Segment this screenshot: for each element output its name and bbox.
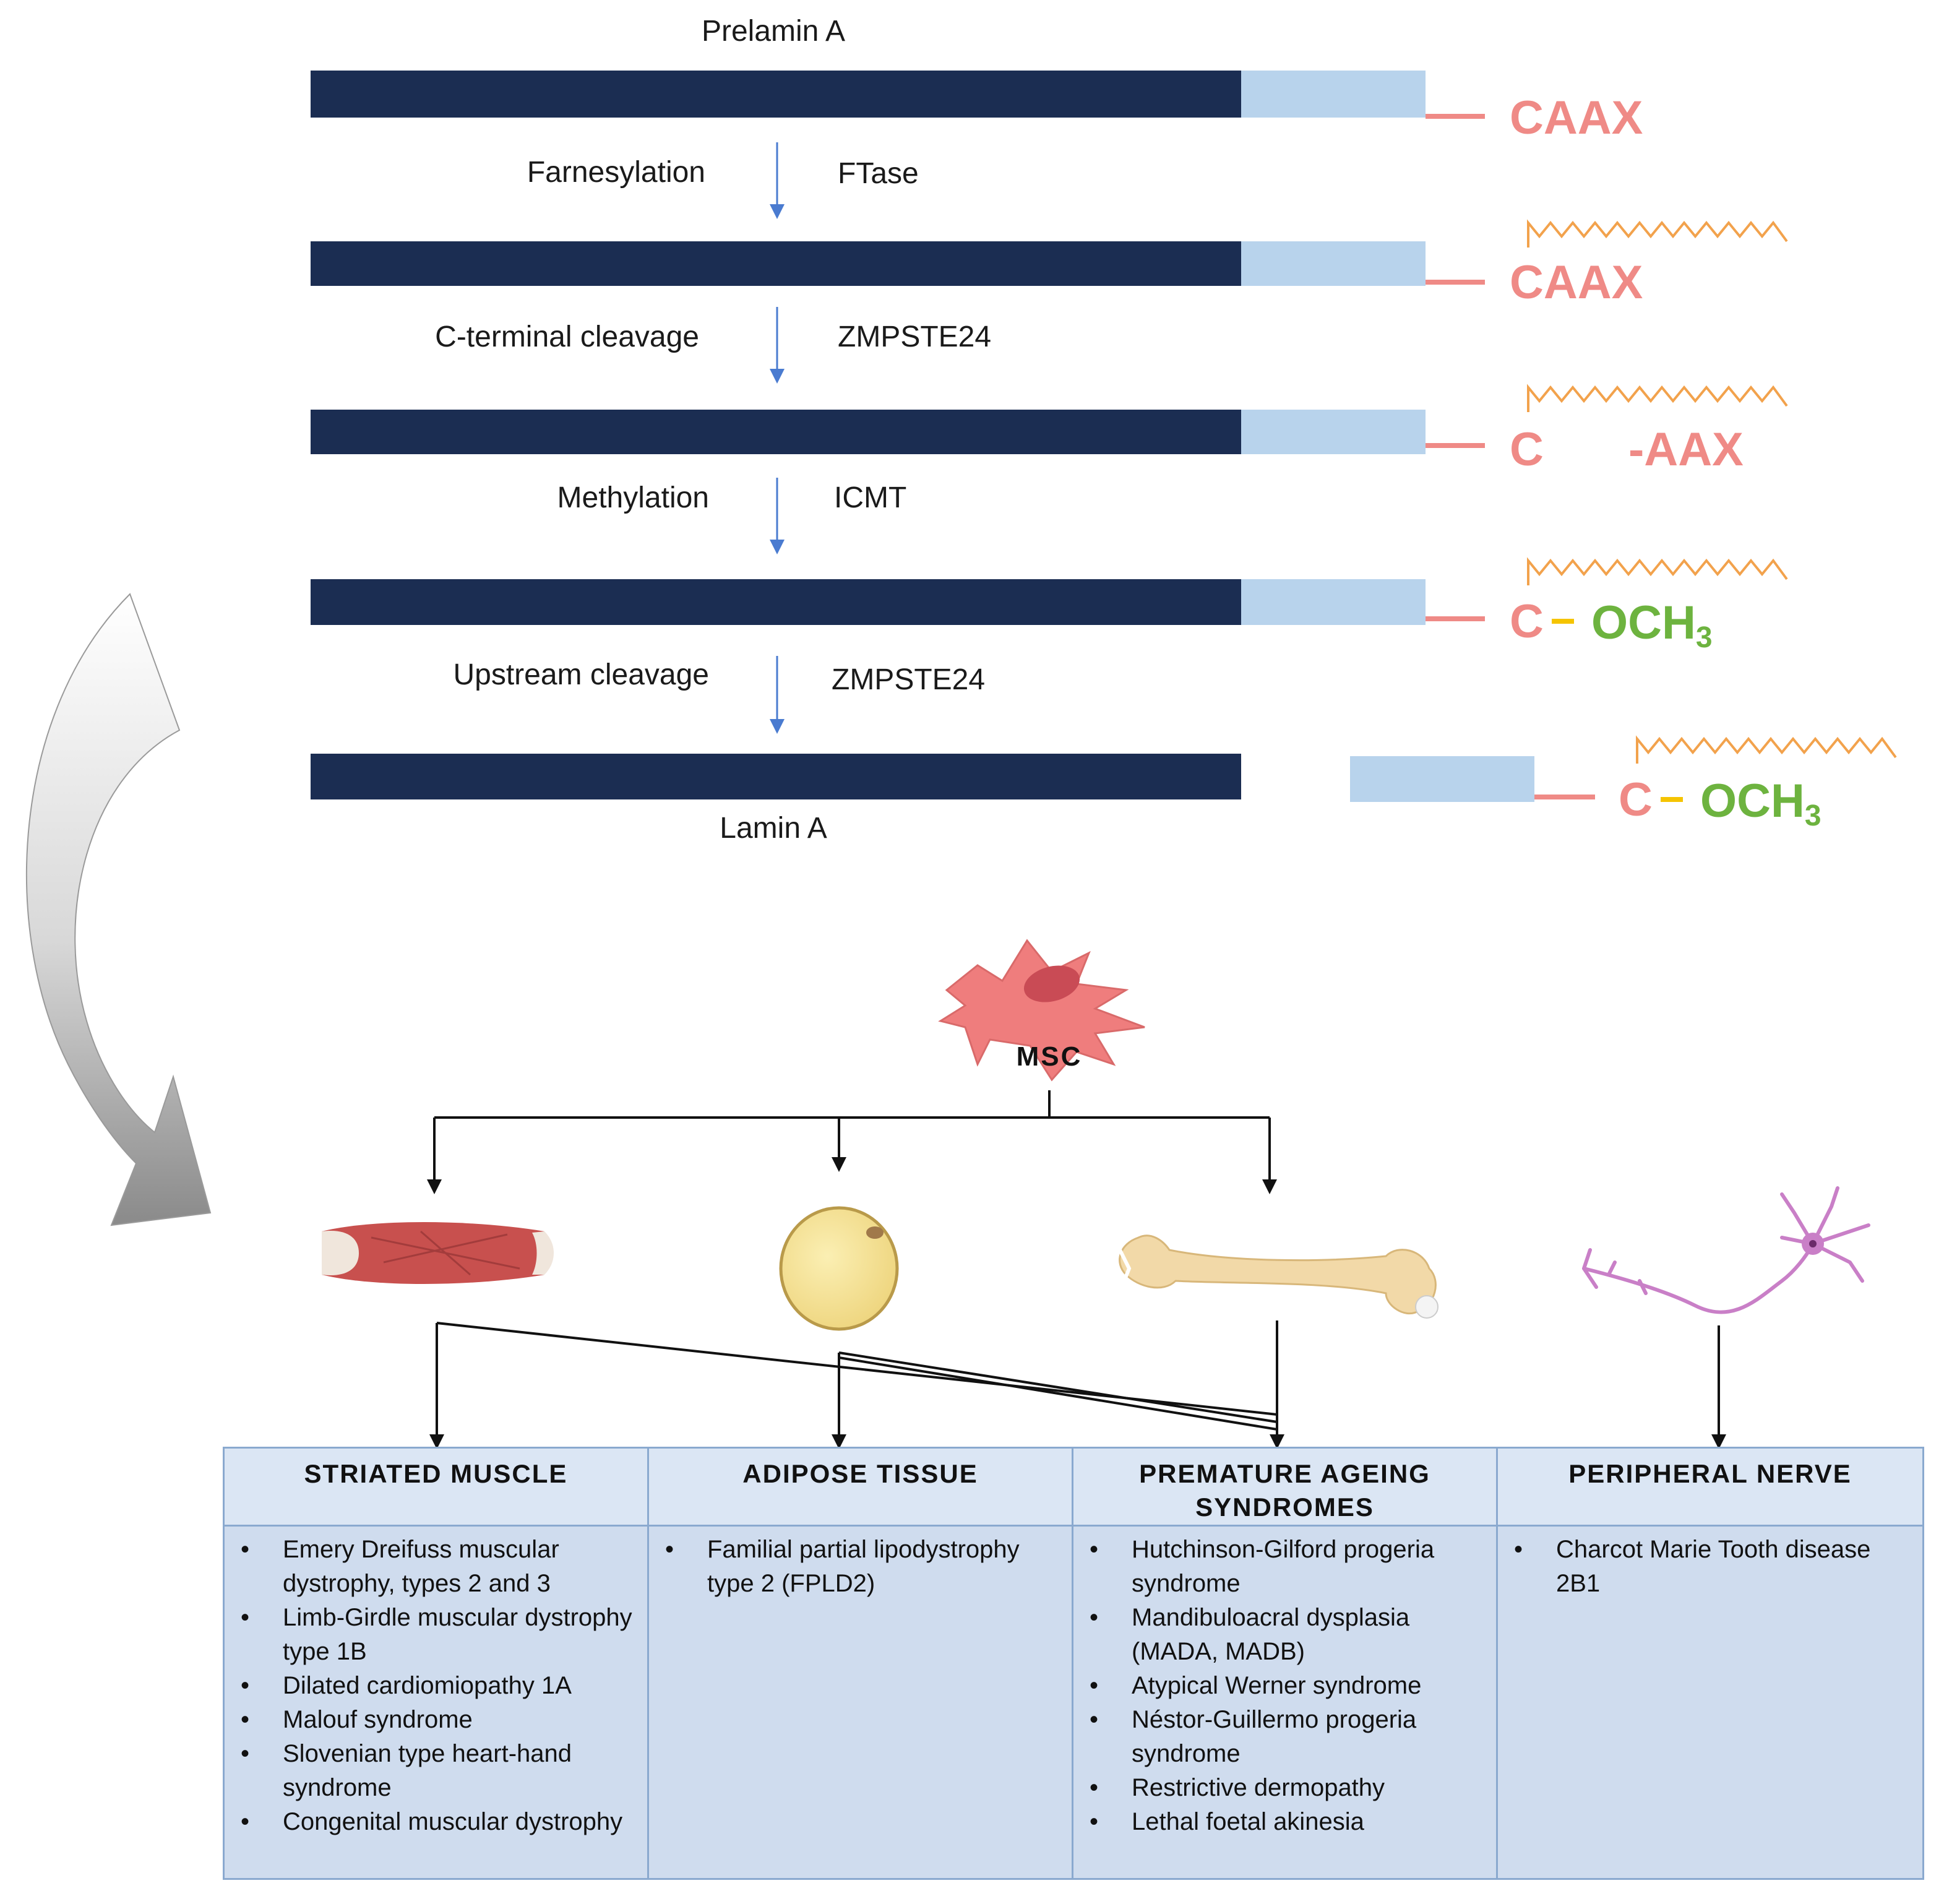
muscle-icon [322, 1222, 554, 1284]
list-item: Limb-Girdle muscular dystrophy type 1B [241, 1601, 635, 1669]
prelamin-bar-1 [311, 71, 1485, 119]
header-adipose-tissue: ADIPOSE TISSUE [649, 1449, 1073, 1527]
prelamin-bar-3 [311, 410, 1485, 454]
header-premature-ageing: PREMATURE AGEING SYNDROMES [1073, 1449, 1498, 1527]
column-premature-ageing: Hutchinson-Gilford progeria syndrome Man… [1073, 1527, 1498, 1878]
och-tag-2: OCH3 [1700, 775, 1821, 832]
msc-branch-lines [427, 1090, 1277, 1194]
neuron-icon [1582, 1186, 1870, 1314]
caax-tag-1: CAAX [1510, 92, 1643, 144]
step-4-process: Upstream cleavage [453, 658, 709, 691]
step-1-enzyme: FTase [838, 157, 919, 190]
list-item: Mandibuloacral dysplasia (MADA, MADB) [1090, 1601, 1484, 1669]
caax-tag-2: CAAX [1510, 256, 1643, 309]
list-item: Slovenian type heart-hand syndrome [241, 1737, 635, 1805]
msc-label: MSC [1017, 1041, 1083, 1072]
list-item: Restrictive dermopathy [1090, 1771, 1484, 1805]
step-4-enzyme: ZMPSTE24 [832, 663, 985, 696]
header-peripheral-nerve: PERIPHERAL NERVE [1498, 1449, 1922, 1527]
c-tag-5: C [1619, 773, 1653, 826]
och-tag-1: OCH3 [1591, 597, 1713, 654]
curved-arrow-icon [25, 593, 212, 1226]
step-2-enzyme: ZMPSTE24 [838, 321, 991, 353]
precursor-label: Prelamin A [702, 15, 845, 48]
farnesyl-chain-1 [1527, 219, 1788, 248]
bone-icon [1118, 1234, 1439, 1319]
farnesyl-chain-4 [1636, 735, 1897, 764]
cleaved-fragment [1350, 756, 1595, 802]
column-peripheral-nerve: Charcot Marie Tooth disease 2B1 [1498, 1527, 1922, 1878]
step-2-process: C-terminal cleavage [435, 321, 699, 353]
product-label: Lamin A [720, 812, 827, 845]
header-striated-muscle: STRIATED MUSCLE [225, 1449, 649, 1527]
step-1-process: Farnesylation [527, 156, 705, 189]
prelamin-bar-2 [311, 241, 1485, 286]
list-item: Lethal foetal akinesia [1090, 1805, 1484, 1839]
list-item: Congenital muscular dystrophy [241, 1805, 635, 1839]
c-tag-3: C [1510, 423, 1544, 476]
list-item: Charcot Marie Tooth disease 2B1 [1514, 1533, 1910, 1601]
msc-cell-icon [938, 939, 1145, 1082]
list-item: Familial partial lipodystrophy type 2 (F… [665, 1533, 1059, 1601]
step-3-enzyme: ICMT [834, 481, 906, 514]
list-item: Atypical Werner syndrome [1090, 1669, 1484, 1703]
list-item: Malouf syndrome [241, 1703, 635, 1737]
list-item: Néstor-Guillermo progeria syndrome [1090, 1703, 1484, 1771]
farnesyl-chain-3 [1527, 557, 1788, 585]
list-item: Hutchinson-Gilford progeria syndrome [1090, 1533, 1484, 1601]
aax-tag: -AAX [1628, 423, 1744, 476]
step-3-process: Methylation [557, 481, 709, 514]
adipocyte-icon [779, 1206, 899, 1331]
disease-table: STRIATED MUSCLE ADIPOSE TISSUE PREMATURE… [223, 1447, 1924, 1880]
list-item: Emery Dreifuss muscular dystrophy, types… [241, 1533, 635, 1601]
disease-link-lines [429, 1320, 1726, 1449]
c-tag-4: C [1510, 595, 1544, 648]
column-striated-muscle: Emery Dreifuss muscular dystrophy, types… [225, 1527, 649, 1878]
list-item: Dilated cardiomiopathy 1A [241, 1669, 635, 1703]
prelamin-bar-4 [311, 579, 1485, 625]
farnesyl-chain-2 [1527, 384, 1788, 412]
column-adipose-tissue: Familial partial lipodystrophy type 2 (F… [649, 1527, 1073, 1878]
lamin-a-bar [311, 754, 1241, 799]
